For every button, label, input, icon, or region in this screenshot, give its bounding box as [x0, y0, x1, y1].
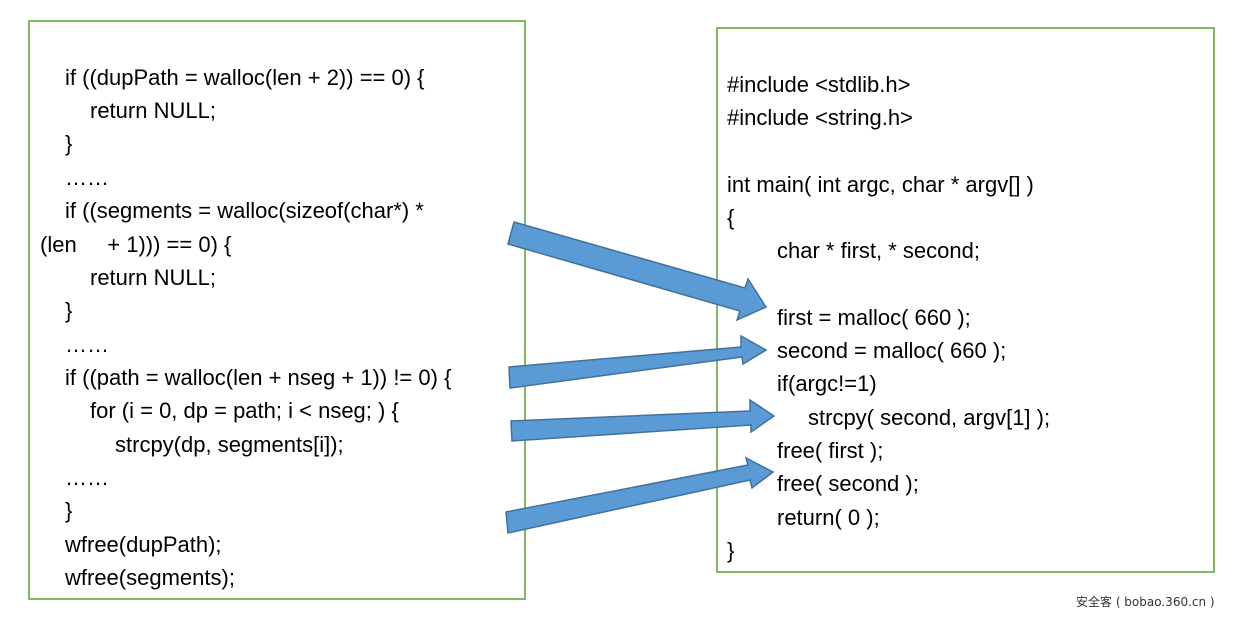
code-line: (len + 1))) == 0) { — [40, 232, 232, 257]
code-line: strcpy(dp, segments[i]); — [115, 432, 344, 457]
code-line: if ((dupPath = walloc(len + 2)) == 0) { — [65, 65, 425, 90]
code-line: #include <string.h> — [727, 105, 913, 130]
code-line: second = malloc( 660 ); — [777, 338, 1007, 363]
code-line: …… — [65, 332, 109, 357]
code-line: #include <stdlib.h> — [727, 72, 911, 97]
code-line: free( first ); — [777, 438, 884, 463]
code-line: char * first, * second; — [777, 238, 980, 263]
code-line: return NULL; — [90, 265, 216, 290]
code-line: strcpy( second, argv[1] ); — [808, 405, 1051, 430]
code-line: for (i = 0, dp = path; i < nseg; ) { — [90, 398, 399, 423]
code-line: wfree(segments); — [65, 565, 235, 590]
code-line: } — [727, 538, 735, 563]
code-line: wfree(dupPath); — [65, 532, 222, 557]
code-line: if ((segments = walloc(sizeof(char*) * — [65, 198, 424, 223]
code-line: return NULL; — [90, 98, 216, 123]
code-line: return( 0 ); — [777, 505, 880, 530]
code-line: …… — [65, 165, 109, 190]
code-line: …… — [65, 465, 109, 490]
code-line: first = malloc( 660 ); — [777, 305, 971, 330]
code-line: if ((path = walloc(len + nseg + 1)) != 0… — [65, 365, 452, 390]
right-code-panel — [716, 27, 1215, 573]
code-line: } — [65, 298, 73, 323]
code-line: } — [65, 131, 73, 156]
code-line: free( second ); — [777, 471, 919, 496]
code-line: if(argc!=1) — [777, 371, 877, 396]
watermark: 安全客 ( bobao.360.cn ) — [1076, 595, 1215, 609]
left-code-panel — [28, 20, 526, 600]
code-line: int main( int argc, char * argv[] ) — [727, 172, 1034, 197]
code-line: } — [65, 498, 73, 523]
code-line: { — [727, 205, 735, 230]
